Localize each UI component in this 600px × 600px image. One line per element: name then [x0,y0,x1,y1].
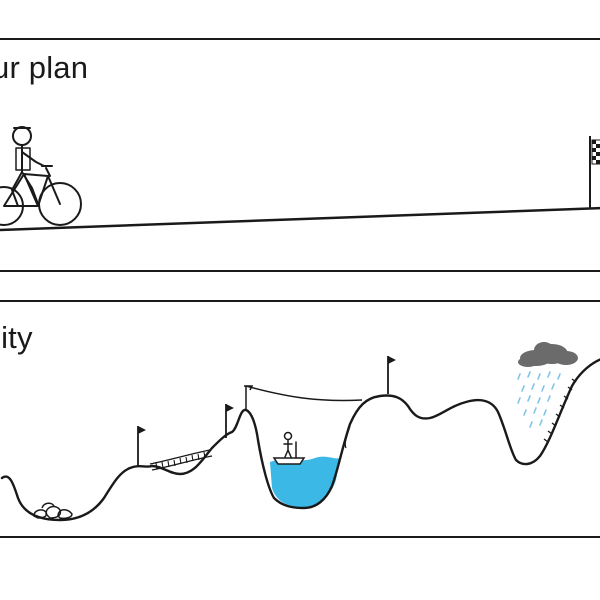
flag-icon [137,426,146,466]
cyclist-icon [0,126,82,226]
plan-panel: ur plan [0,38,600,272]
storm-cloud-icon [518,342,578,367]
flag-icon [225,404,234,438]
boat-icon [272,431,306,465]
plan-road [0,206,600,232]
reality-panel: lity [0,300,600,538]
finish-flag-icon [589,136,600,208]
zipline [245,385,363,402]
reality-scene [0,342,600,522]
rain-icon [517,371,561,428]
reality-title: lity [0,320,33,355]
flag-icon [387,356,396,394]
plan-title: ur plan [0,50,89,85]
reality-terrain [0,358,600,522]
plan-scene [0,126,600,232]
bicycle-icon [0,165,82,226]
ladder-icon [543,378,577,443]
boulder-icon [33,502,73,520]
rope-bridge-icon [149,449,213,471]
water-icon [270,456,340,508]
